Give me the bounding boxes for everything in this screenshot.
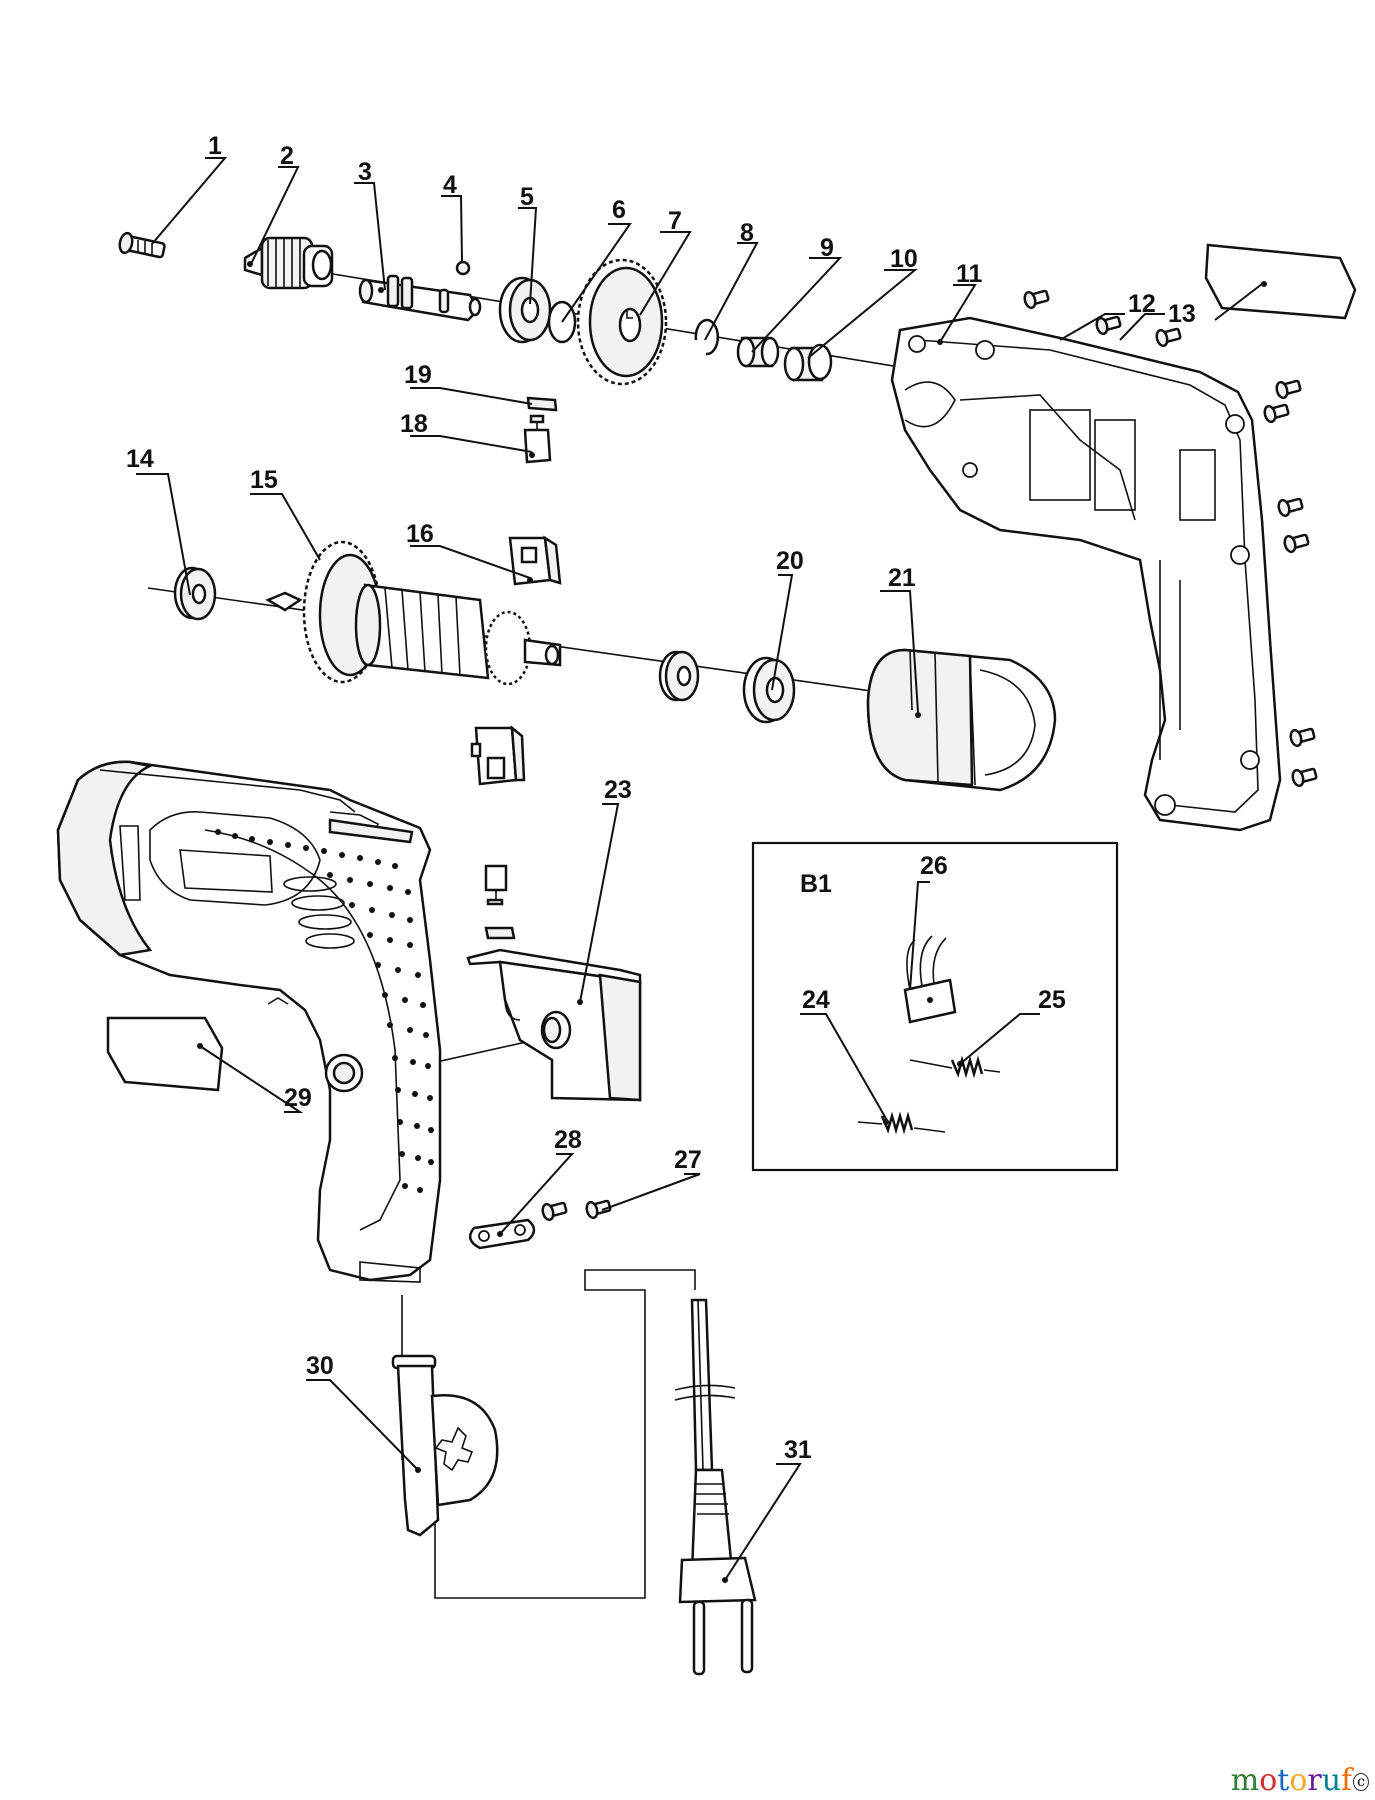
- part-number-31: 31: [784, 1436, 812, 1464]
- part-21-stator: [866, 648, 1057, 792]
- part-number-20: 20: [776, 547, 804, 575]
- part-number-24: 24: [802, 986, 830, 1014]
- brush-holder-lower: [470, 725, 526, 786]
- part-number-12: 12: [1128, 290, 1156, 318]
- part-number-21: 21: [888, 564, 916, 592]
- part-10-bushing: [783, 343, 833, 382]
- part-28-cord-clamp: [468, 1218, 536, 1250]
- part-27-screws: [541, 1199, 612, 1222]
- part-3-spindle: [358, 274, 482, 322]
- part-14-bearing: [173, 566, 217, 621]
- part-number-1: 1: [208, 132, 222, 160]
- part-12-screws: [1023, 289, 1318, 788]
- part-number-11: 11: [956, 260, 983, 288]
- part-9-sleeve: [736, 336, 780, 368]
- part-1-screw: [118, 231, 166, 259]
- part-19-carbon-brush: [526, 396, 558, 412]
- part-number-30: 30: [306, 1352, 334, 1380]
- part-number-14: 14: [126, 445, 154, 473]
- part-24-spring: [857, 1111, 946, 1135]
- watermark-mark: c: [1353, 1773, 1369, 1791]
- part-number-25: 25: [1038, 986, 1066, 1014]
- part-number-13: 13: [1168, 300, 1196, 328]
- part-number-2: 2: [280, 142, 294, 170]
- part-number-18: 18: [400, 410, 428, 438]
- part-number-4: 4: [443, 171, 457, 199]
- part-5-bearing: [498, 276, 552, 344]
- leader-lines: [136, 157, 1263, 1581]
- part-number-7: 7: [668, 207, 682, 235]
- part-number-10: 10: [890, 245, 918, 273]
- part-31-plug-cable: [674, 1298, 757, 1676]
- inset-b1: B1: [751, 841, 1119, 1172]
- label-plate-29: [106, 1016, 224, 1092]
- part-23-switch: [466, 948, 642, 1102]
- part-25-spring: [909, 1055, 1001, 1079]
- part-11-housing-half: [890, 316, 1282, 832]
- part-number-5: 5: [520, 183, 534, 211]
- part-20-bearing: [742, 656, 796, 724]
- watermark-text: motoruf: [1230, 1763, 1353, 1798]
- cord-frame-line: [434, 1269, 696, 1599]
- switch-small-parts: [484, 864, 516, 940]
- part-13-label: [1204, 243, 1357, 320]
- part-7-gear: [576, 258, 668, 386]
- part-number-28: 28: [554, 1126, 582, 1154]
- part-number-23: 23: [604, 776, 632, 804]
- inset-label: B1: [800, 870, 832, 898]
- part-numbers: 1 2 3 4 5 6 7 8 9 10 11 12 13 14 15 16 1…: [126, 132, 1196, 1464]
- part-number-15: 15: [250, 466, 278, 494]
- part-4-ball: [455, 260, 471, 276]
- part-number-9: 9: [820, 234, 834, 262]
- part-29-housing-half: [56, 760, 442, 1283]
- part-16-brush-holder: [508, 535, 562, 586]
- part-number-3: 3: [358, 158, 372, 186]
- part-number-16: 16: [406, 520, 434, 548]
- bearing-small: [658, 650, 700, 702]
- part-18-brush: [523, 414, 552, 464]
- part-number-26: 26: [920, 852, 948, 880]
- part-30-cord-guard: [391, 1354, 499, 1537]
- part-number-8: 8: [740, 219, 754, 247]
- part-number-6: 6: [612, 196, 626, 224]
- part-number-27: 27: [674, 1146, 702, 1174]
- part-number-19: 19: [404, 361, 432, 389]
- part-2-chuck: [243, 236, 334, 290]
- part-15-armature: [265, 540, 562, 686]
- part-number-29: 29: [284, 1084, 312, 1112]
